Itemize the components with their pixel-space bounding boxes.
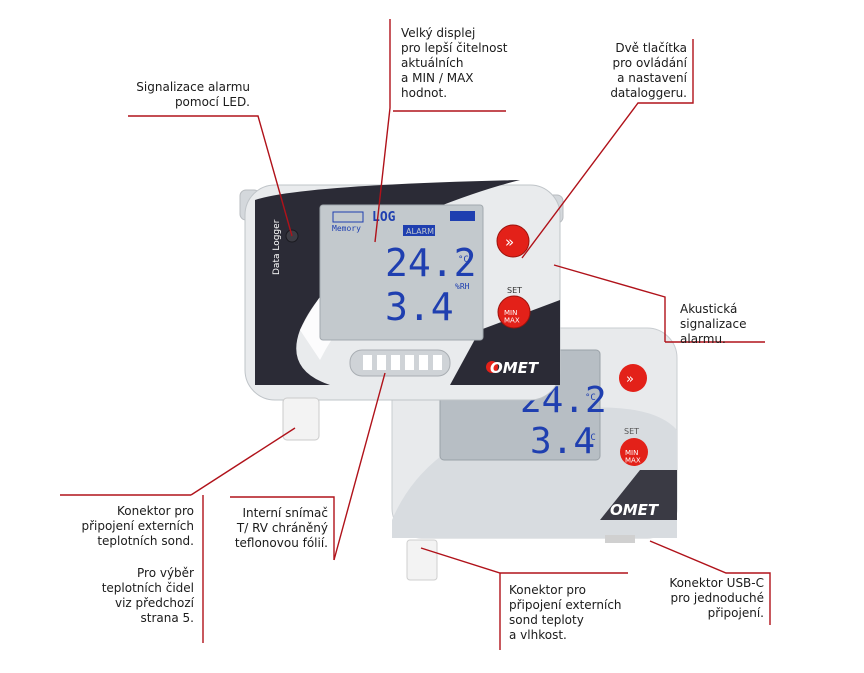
- back-unit-2: °C: [585, 433, 596, 443]
- leader-lines: [60, 19, 771, 650]
- arrow-icon: »: [505, 233, 514, 251]
- back-reading-2: 3.4: [530, 421, 595, 462]
- reading-humidity: 3.4: [385, 285, 454, 329]
- back-minmax-button[interactable]: [620, 438, 648, 466]
- battery-icon: [450, 211, 475, 221]
- back-arrow-icon: »: [626, 372, 634, 387]
- minmax-button[interactable]: [497, 295, 531, 329]
- lcd-alarm: ALARM: [406, 227, 434, 236]
- callout-display: Velký displej pro lepší čitelnost aktuál…: [401, 26, 508, 100]
- reading-temperature: 24.2: [385, 241, 477, 285]
- unit-humidity: %RH: [455, 282, 470, 291]
- back-unit-1: °C: [585, 393, 596, 403]
- callout-ext-temp-connector: Konektor pro připojení externích teplotn…: [81, 504, 194, 548]
- back-connector: [406, 539, 438, 581]
- callout-buttons: Dvě tlačítka pro ovládání a nastavení da…: [610, 41, 687, 100]
- usb-port: [605, 535, 635, 543]
- callout-usb: Konektor USB-C pro jednoduché připojení.: [669, 576, 764, 620]
- front-connector: [282, 397, 320, 441]
- side-brand: Data Logger: [272, 219, 282, 275]
- callout-internal-sensor: Interní snímač T/ RV chráněný teflonovou…: [234, 506, 328, 550]
- callout-led-alarm: Signalizace alarmu pomocí LED.: [136, 80, 250, 109]
- back-logo: OMET: [610, 501, 660, 519]
- callout-ext-th-connector: Konektor pro připojení externích sond te…: [509, 583, 622, 642]
- front-logo: OMET: [490, 359, 540, 377]
- lcd-log: LOG: [372, 210, 396, 225]
- back-arrow-button[interactable]: [619, 364, 647, 392]
- unit-temperature: °C: [458, 255, 469, 265]
- back-set-label: SET: [624, 427, 639, 436]
- callout-buzzer: Akustická signalizace alarmu.: [680, 302, 747, 346]
- set-label: SET: [507, 286, 522, 295]
- callout-probe-selection: Pro výběr teplotních čidel viz předchozí…: [101, 566, 194, 625]
- lcd-memory: Memory: [332, 224, 361, 233]
- front-device: Memory LOG ALARM 24.2 °C 3.4 %RH Data Lo…: [239, 180, 564, 441]
- arrow-button[interactable]: [496, 224, 530, 258]
